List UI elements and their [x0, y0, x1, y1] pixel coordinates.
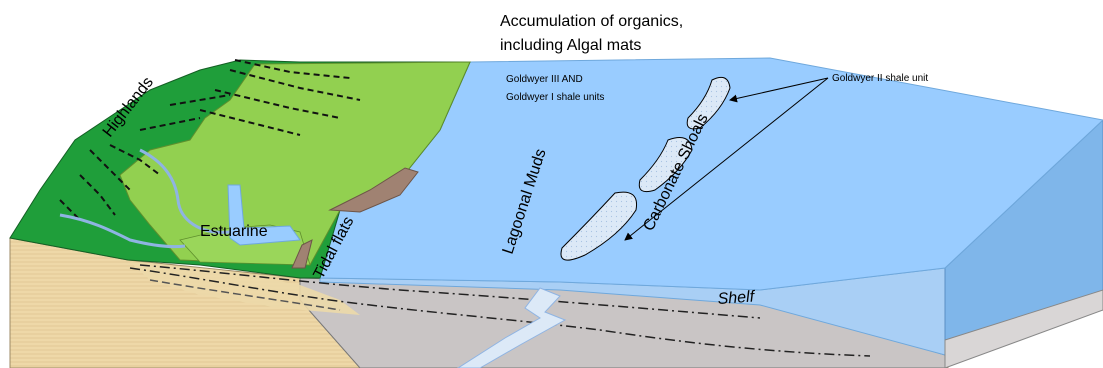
label-goldwyer-iii-line1: Goldwyer III AND [506, 74, 583, 85]
label-organics-line1: Accumulation of organics, [500, 13, 683, 30]
label-goldwyer-iii-line2: Goldwyer I shale units [506, 92, 604, 103]
label-organics-line2: including Algal mats [500, 37, 641, 54]
label-estuarine: Estuarine [200, 223, 268, 240]
label-shelf: Shelf [717, 288, 756, 308]
label-goldwyer-ii: Goldwyer II shale unit [832, 73, 928, 84]
